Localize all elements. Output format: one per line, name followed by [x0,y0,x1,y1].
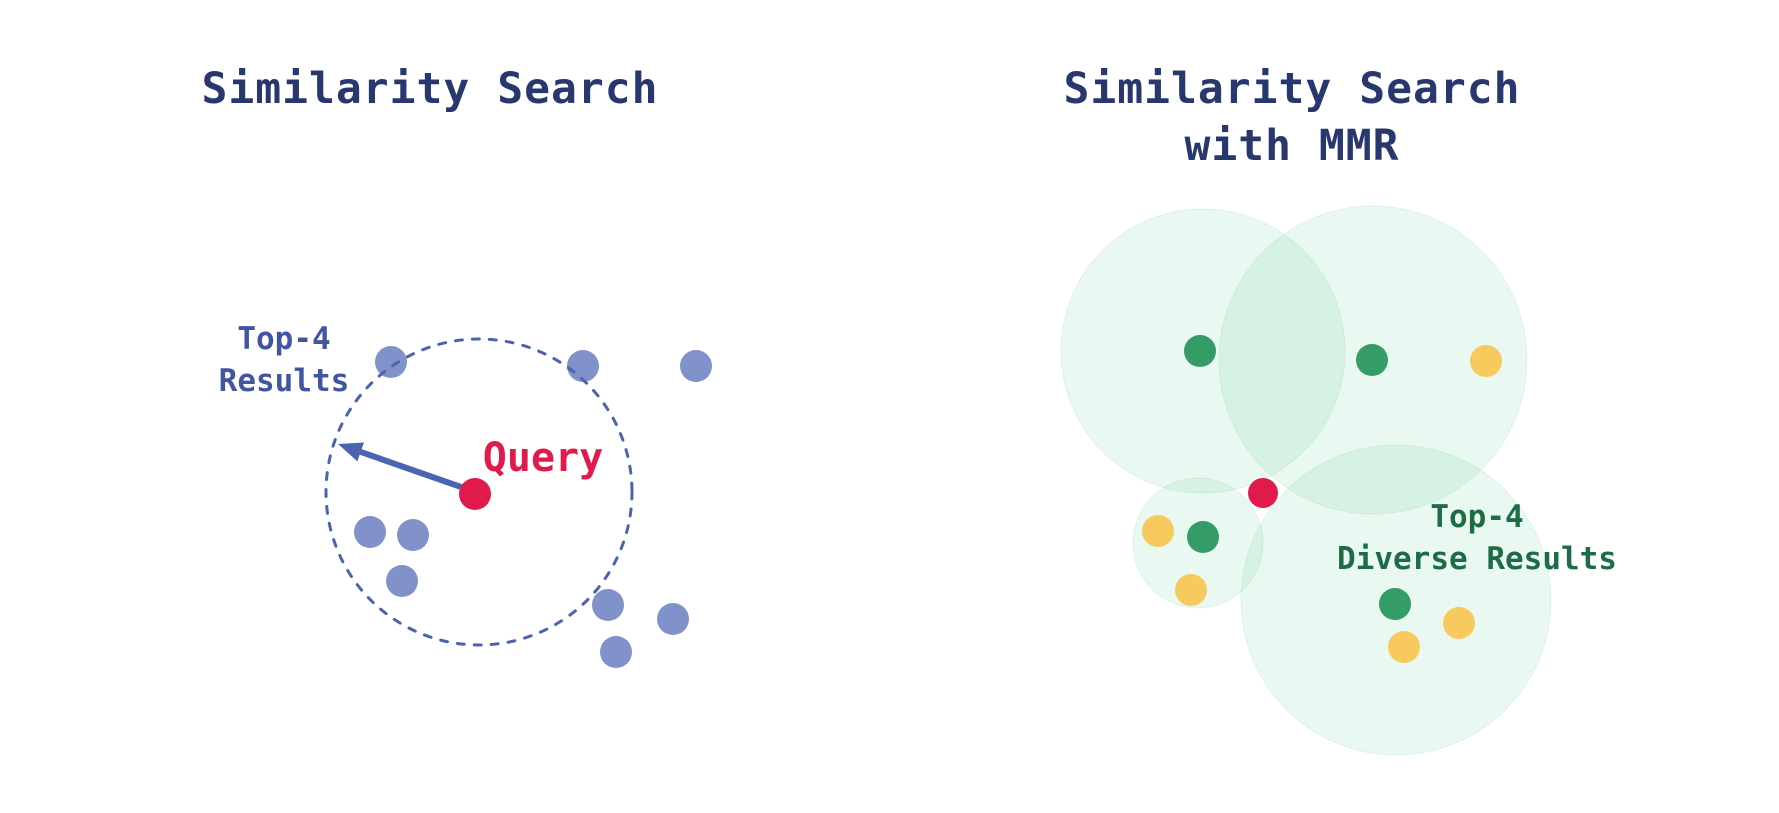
candidate-dot [567,350,599,382]
radius-arrowhead-icon [338,442,364,462]
cluster-member-dot [1388,631,1420,663]
candidate-dot [680,350,712,382]
results-label-line1: Top-4 [237,321,330,357]
radius-arrow [351,446,467,491]
left-panel: Similarity Search Top-4 Results Query [201,64,712,668]
candidate-dot [386,565,418,597]
candidate-dot [375,346,407,378]
cluster-member-dot [1470,345,1502,377]
cluster-member-dot [1175,574,1207,606]
right-panel-title-line1: Similarity Search [1063,64,1520,114]
candidate-dots-group [354,346,712,668]
selected-diverse-dot [1379,588,1411,620]
left-panel-title: Similarity Search [201,64,658,114]
results-label-line2: Results [219,363,350,399]
cluster-member-dot [1443,607,1475,639]
right-panel: Similarity Search with MMR Top-4 Diverse… [1060,64,1617,756]
query-label: Query [483,435,603,481]
selected-diverse-dot [1356,344,1388,376]
candidate-dot [657,603,689,635]
right-panel-title-line2: with MMR [1184,121,1399,171]
candidate-dot [354,516,386,548]
query-dot [459,478,491,510]
diverse-results-label-line2: Diverse Results [1337,541,1617,577]
selected-diverse-dots-group [1184,335,1411,620]
diversity-clusters-group [1060,205,1552,756]
selected-diverse-dot [1184,335,1216,367]
candidate-dot [397,519,429,551]
mmr-query-dot [1248,478,1278,508]
diverse-results-label-line1: Top-4 [1430,499,1523,535]
selected-diverse-dot [1187,521,1219,553]
similarity-radius-circle [324,337,634,647]
candidate-dot [600,636,632,668]
cluster-member-dots-group [1142,345,1502,663]
cluster-member-dot [1142,515,1174,547]
candidate-dot [592,589,624,621]
